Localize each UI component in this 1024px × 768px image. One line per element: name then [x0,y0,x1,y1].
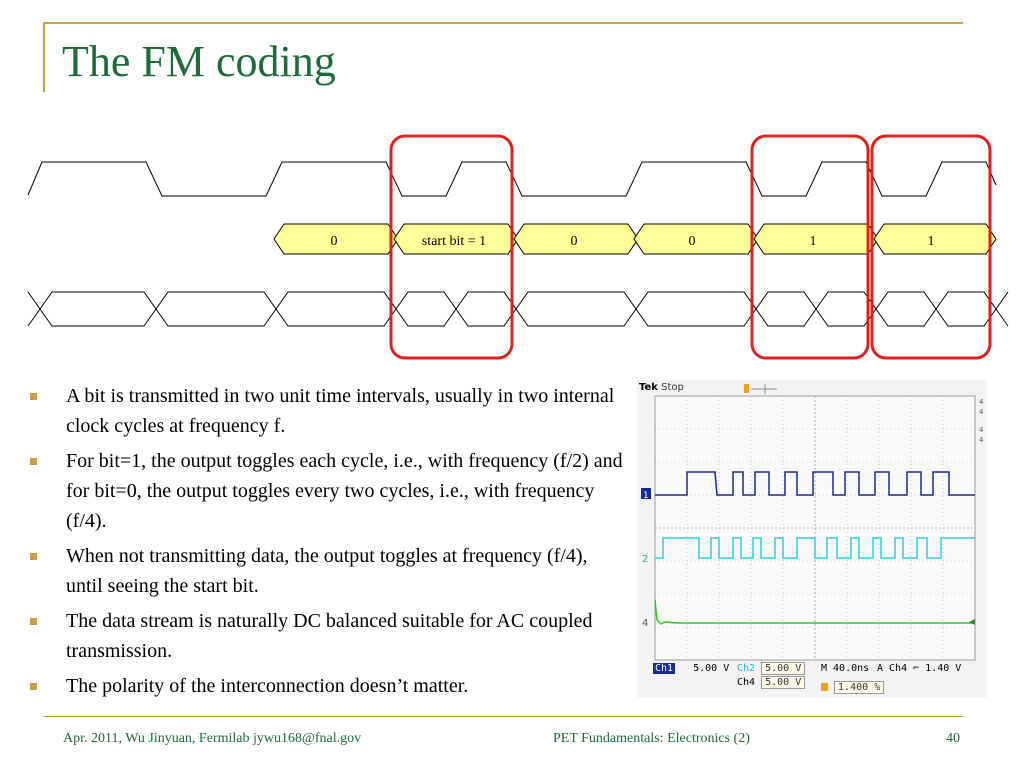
bit-label-1: start bit = 1 [422,234,486,249]
bullet-item: A bit is transmitted in two unit time in… [28,381,628,441]
slide-left-rule [43,22,45,92]
bullet-item: The data stream is naturally DC balanced… [28,606,628,666]
bit-cell-5 [873,223,997,255]
scope-header: Tek Stop [639,382,684,393]
bit-label-2: 0 [571,234,578,249]
scope-position-readout: 1.400 % [821,681,885,694]
svg-text:4: 4 [642,618,648,629]
scope-timebase-readout: M 40.0ns [821,663,870,674]
scope-trigger-readout: A Ch4 ⌐ 1.40 V [877,663,962,674]
scope-ch2-readout: Ch2 5.00 V [737,662,806,675]
scope-ch4-readout: Ch4 5.00 V [737,676,806,689]
bullet-item: When not transmitting data, the output t… [28,541,628,601]
svg-text:4: 4 [979,408,984,416]
bullet-square-icon [30,553,37,560]
highlight-bit-1a [750,134,870,360]
svg-text:1: 1 [643,491,649,501]
bullet-square-icon [30,458,37,465]
bullet-square-icon [30,393,37,400]
scope-status: Stop [661,382,684,393]
oscilloscope-screenshot: Tek Stop 1 2 [637,380,987,698]
bullet-item: For bit=1, the output toggles each cycle… [28,446,628,536]
footer-rule [43,716,963,717]
bullet-square-icon [30,618,37,625]
bit-label-0: 0 [331,234,338,249]
bullet-square-icon [30,683,37,690]
scope-ch1-readout: Ch1 5.00 V [653,663,730,674]
svg-text:4: 4 [979,426,984,434]
footer-author: Apr. 2011, Wu Jinyuan, Fermilab jywu168@… [63,731,362,746]
fm-timing-diagram: 0 start bit = 1 0 0 1 1 [27,134,1009,360]
bit-label-3: 0 [689,234,696,249]
bullet-item: The polarity of the interconnection does… [28,671,628,701]
bit-label-5: 1 [928,234,935,249]
svg-text:4: 4 [979,398,984,406]
bit-label-4: 1 [810,234,817,249]
scope-trace-ch2 [655,537,975,559]
scope-trace-ch1 [655,471,975,496]
footer-course: PET Fundamentals: Electronics (2) [553,731,750,746]
slide-top-rule [43,22,963,24]
fm-output-waveform [27,161,997,197]
highlight-bit-1b [870,134,992,360]
highlight-start-bit [389,134,514,360]
slide-title: The FM coding [62,37,336,86]
svg-text:2: 2 [642,554,648,565]
bit-cells: 0 start bit = 1 0 0 1 1 [273,223,997,255]
page-number: 40 [946,731,960,746]
unit-interval-waveform [27,291,1009,327]
scope-display: 1 2 4 4 4 4 4 [641,384,984,661]
scope-brand: Tek [639,382,658,393]
scope-trace-ch4 [654,599,975,625]
svg-text:4: 4 [979,436,984,444]
bit-cell-3 [633,223,759,255]
bullet-list: A bit is transmitted in two unit time in… [28,381,628,706]
